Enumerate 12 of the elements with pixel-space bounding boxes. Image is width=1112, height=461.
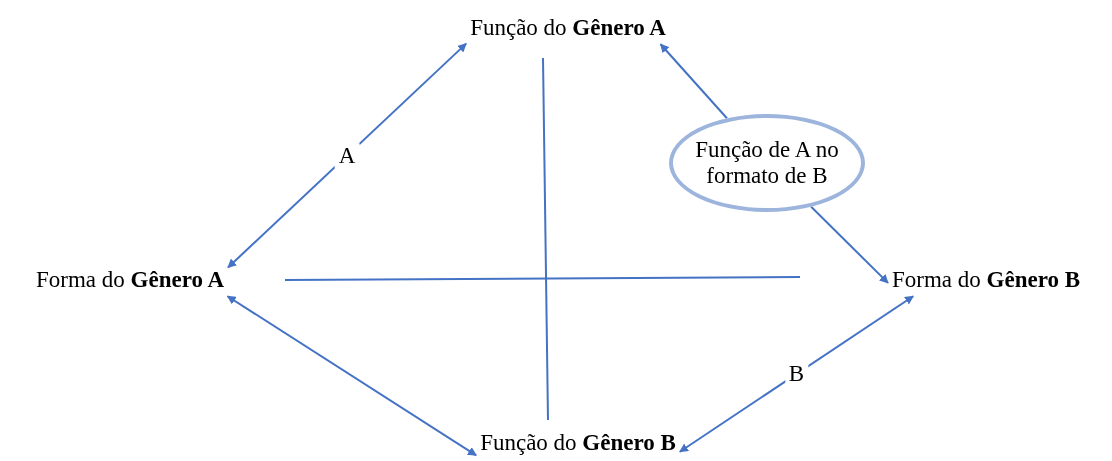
arrow (227, 42, 468, 269)
ellipse-node (669, 114, 865, 212)
node-label: Forma do Gênero B (888, 263, 1084, 297)
node-label: Função de A no formato de B (694, 136, 840, 190)
node-label: Função do Gênero A (466, 11, 670, 45)
edge-label: A (334, 142, 360, 169)
node-label: Forma do Gênero A (32, 263, 228, 297)
arrow (810, 205, 889, 284)
node-label: Função do Gênero B (476, 426, 680, 460)
arrow (678, 295, 915, 453)
arrow (659, 43, 728, 120)
arrow (226, 295, 478, 457)
